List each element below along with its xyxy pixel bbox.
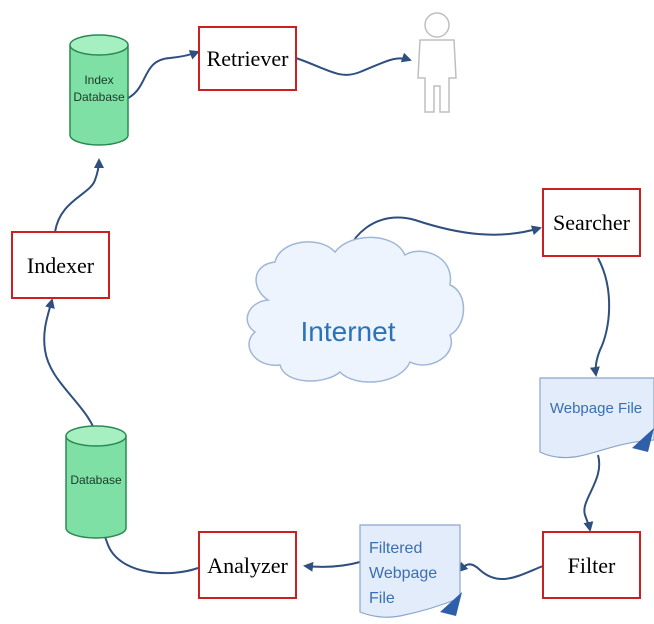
arrow-retriever-to-user bbox=[295, 52, 412, 76]
retriever-label: Retriever bbox=[207, 46, 290, 71]
index-database-cylinder: Index Database bbox=[69, 34, 129, 146]
internet-label: Internet bbox=[301, 316, 396, 347]
database-label: Database bbox=[70, 473, 122, 487]
filter-label: Filter bbox=[568, 553, 616, 578]
analyzer-label: Analyzer bbox=[207, 553, 288, 578]
webpage-file-label: Webpage File bbox=[550, 400, 642, 417]
connectors bbox=[43, 50, 611, 580]
webpage-file-document: Webpage File bbox=[539, 377, 654, 459]
internet-cloud: Internet bbox=[246, 236, 465, 383]
analyzer-box: Analyzer bbox=[198, 531, 297, 599]
indexer-label: Indexer bbox=[27, 253, 95, 278]
indexer-box: Indexer bbox=[11, 231, 110, 299]
arrow-database-to-indexer bbox=[43, 298, 99, 441]
index-database-label-line2: Database bbox=[73, 90, 125, 104]
arrow-webpage-file-to-filter bbox=[583, 454, 601, 532]
searcher-box: Searcher bbox=[542, 188, 641, 257]
person-icon bbox=[417, 12, 457, 113]
page-curl-icon bbox=[440, 592, 462, 616]
arrow-searcher-to-webpage-file bbox=[589, 257, 611, 377]
retriever-box: Retriever bbox=[198, 26, 297, 91]
filtered-webpage-file-document: Filtered Webpage File bbox=[359, 524, 462, 618]
filtered-webpage-file-label-line3: File bbox=[369, 590, 395, 607]
filtered-webpage-file-label-line1: Filtered bbox=[369, 540, 422, 557]
arrow-filter-to-filtered-file bbox=[457, 561, 544, 580]
index-database-label-line1: Index bbox=[84, 73, 113, 87]
database-cylinder: Database bbox=[65, 425, 127, 539]
filter-box: Filter bbox=[542, 531, 641, 599]
arrow-indexer-to-index-db bbox=[54, 158, 104, 233]
page-curl-icon bbox=[632, 428, 654, 452]
arrow-filtered-file-to-analyzer bbox=[303, 561, 361, 572]
searcher-label: Searcher bbox=[553, 210, 631, 235]
filtered-webpage-file-label-line2: Webpage bbox=[369, 565, 437, 582]
arrow-index-db-to-retriever bbox=[123, 50, 200, 101]
